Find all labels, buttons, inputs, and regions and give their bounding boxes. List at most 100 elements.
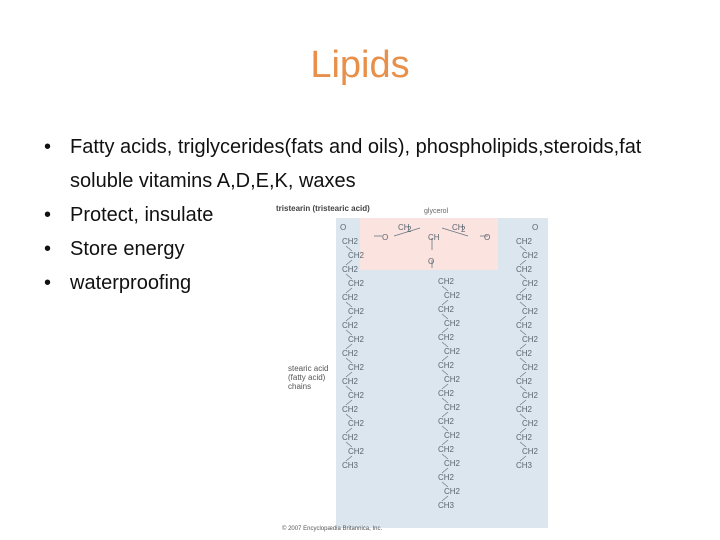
ch2-group: CH2 — [444, 375, 461, 384]
ch2-group: CH2 — [342, 433, 359, 442]
ch2-group: CH3 — [438, 501, 455, 510]
chain-bond — [519, 413, 527, 420]
ch2-group: CH2 — [348, 363, 365, 372]
ch2-group: CH2 — [444, 319, 461, 328]
chain-bond — [441, 369, 449, 376]
ch2-group: CH2 — [438, 445, 455, 454]
ch2-group: CH2 — [444, 487, 461, 496]
ch2-group: CH2 — [342, 237, 359, 246]
svg-text:2: 2 — [407, 225, 412, 234]
svg-text:O: O — [484, 233, 490, 242]
ch2-group: CH2 — [522, 447, 539, 456]
ch2-group: CH2 — [348, 447, 365, 456]
svg-text:O: O — [532, 223, 538, 232]
chain-bond — [441, 313, 449, 320]
molecule-structure-drawing: O CH2 CH CH2 O O O O CH2CH2CH2CH2CH2CH2C… — [340, 223, 539, 510]
ch2-group: CH2 — [342, 405, 359, 414]
ch2-group: CH2 — [522, 251, 539, 260]
chain-bond — [345, 399, 353, 406]
slide-title: Lipids — [310, 44, 410, 86]
chain-bond — [345, 413, 353, 420]
svg-text:CH: CH — [428, 233, 440, 242]
ch2-group: CH2 — [348, 335, 365, 344]
tristearin-figure: tristearin (tristearic acid) glycerol st… — [276, 204, 548, 534]
ch2-group: CH2 — [444, 347, 461, 356]
chain-bond — [519, 315, 527, 322]
ch2-group: CH2 — [522, 279, 539, 288]
chain-bond — [345, 329, 353, 336]
bullet-item: Fatty acids, triglycerides(fats and oils… — [44, 130, 704, 198]
image-credit: © 2007 Encyclopædia Britannica, Inc. — [282, 526, 383, 532]
chain-bond — [519, 273, 527, 280]
ch2-group: CH2 — [438, 473, 455, 482]
ch2-group: CH2 — [516, 433, 533, 442]
chain-bond — [519, 399, 527, 406]
chain-bond — [441, 355, 449, 362]
chain-bond — [345, 259, 353, 266]
chain-bond — [441, 341, 449, 348]
bullet-list: Fatty acids, triglycerides(fats and oils… — [44, 130, 704, 300]
ch2-group: CH2 — [438, 389, 455, 398]
ch2-group: CH2 — [516, 321, 533, 330]
ch2-group: CH2 — [444, 403, 461, 412]
chain-bond — [519, 245, 527, 252]
glycerol-highlight-box — [360, 218, 498, 270]
ch2-group: CH3 — [342, 461, 359, 470]
chain-bond — [345, 287, 353, 294]
chain-bond — [345, 385, 353, 392]
ch2-group: CH2 — [516, 405, 533, 414]
glycerol-backbone — [374, 227, 488, 268]
chain-bond — [441, 383, 449, 390]
fatty-acid-chain-left: CH2CH2CH2CH2CH2CH2CH2CH2CH2CH2CH2CH2CH2C… — [342, 237, 365, 470]
chain-bond — [345, 357, 353, 364]
ch2-group: CH2 — [522, 363, 539, 372]
chain-bond — [441, 285, 449, 292]
ch2-group: CH2 — [348, 251, 365, 260]
glycerol-atoms: O CH2 CH CH2 O O O O — [340, 223, 538, 266]
fatty-acid-chain-middle: CH2CH2CH2CH2CH2CH2CH2CH2CH2CH2CH2CH2CH2C… — [438, 277, 461, 510]
fatty-acid-chain-right: CH2CH2CH2CH2CH2CH2CH2CH2CH2CH2CH2CH2CH2C… — [516, 237, 539, 470]
ch2-group: CH2 — [516, 293, 533, 302]
chain-bond — [345, 427, 353, 434]
bullet-item: Store energy — [44, 232, 704, 266]
chain-bond — [441, 453, 449, 460]
svg-text:CH: CH — [398, 223, 410, 232]
chain-bond — [441, 495, 449, 502]
ch2-group: CH2 — [348, 391, 365, 400]
chain-bond — [519, 455, 527, 462]
ch2-group: CH2 — [438, 277, 455, 286]
chain-bond — [441, 299, 449, 306]
figure-title: tristearin (tristearic acid) — [276, 204, 370, 213]
svg-text:O: O — [382, 233, 388, 242]
ch2-group: CH2 — [438, 305, 455, 314]
chain-bond — [441, 397, 449, 404]
chain-bond — [345, 343, 353, 350]
chain-bond — [345, 245, 353, 252]
chain-bond — [441, 481, 449, 488]
ch2-group: CH2 — [348, 307, 365, 316]
chain-bond — [345, 273, 353, 280]
bullet-item: Protect, insulate — [44, 198, 704, 232]
chain-bond — [441, 467, 449, 474]
ch2-group: CH2 — [342, 377, 359, 386]
chain-bond — [519, 441, 527, 448]
chain-bond — [519, 371, 527, 378]
chain-bond — [519, 329, 527, 336]
svg-text:2: 2 — [461, 225, 466, 234]
chain-bond — [519, 301, 527, 308]
chain-bond — [345, 441, 353, 448]
chain-bond — [519, 357, 527, 364]
svg-text:CH: CH — [452, 223, 464, 232]
chain-bond — [519, 259, 527, 266]
chain-bond — [345, 301, 353, 308]
ch2-group: CH2 — [438, 417, 455, 426]
ch2-group: CH2 — [342, 321, 359, 330]
ch2-group: CH3 — [516, 461, 533, 470]
chain-bond — [519, 343, 527, 350]
svg-text:O: O — [340, 223, 346, 232]
ch2-group: CH2 — [516, 377, 533, 386]
chain-bond — [345, 315, 353, 322]
ch2-group: CH2 — [522, 307, 539, 316]
chain-bond — [345, 455, 353, 462]
chain-bond — [345, 371, 353, 378]
